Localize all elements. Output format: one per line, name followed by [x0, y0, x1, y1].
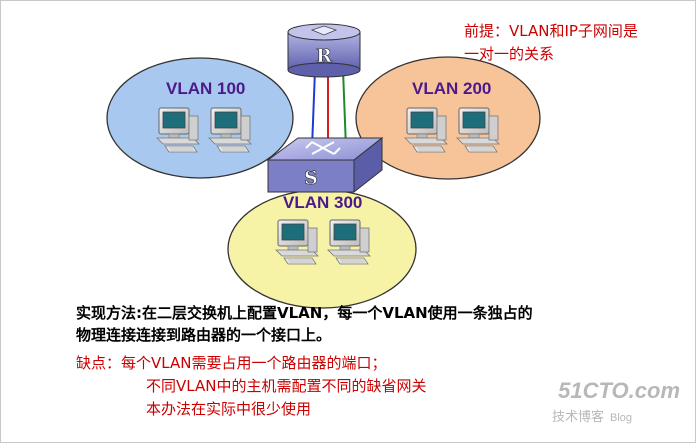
vlan-100-area — [106, 57, 294, 179]
cons-line-3: 本办法在实际中很少使用 — [146, 400, 312, 418]
watermark-blog: Blog — [610, 412, 633, 424]
premise-note: 前提：VLAN和IP子网间是 一对一的关系 — [464, 20, 694, 66]
router-icon — [287, 23, 361, 78]
watermark: 51CTO.com 技术博客 Blog — [540, 378, 690, 428]
cons-line-1: 缺点：每个VLAN需要占用一个路由器的端口； — [76, 354, 387, 372]
switch-icon — [266, 136, 384, 194]
link-blue — [311, 69, 316, 149]
watermark-site: 51CTO.com — [558, 378, 680, 403]
watermark-sub: 技术博客 Blog — [552, 406, 632, 425]
premise-line-2: 一对一的关系 — [464, 45, 555, 63]
cons-line-2: 不同VLAN中的主机需配置不同的缺省网关 — [146, 377, 427, 395]
vlan-200-label: VLAN 200 — [412, 79, 492, 98]
method-description: 实现方法:在二层交换机上配置VLAN，每一个VLAN使用一条独占的 物理连接连接… — [76, 302, 676, 346]
watermark-sub-text: 技术博客 — [552, 410, 605, 425]
link-green — [342, 69, 347, 149]
disadvantages-list: 缺点：每个VLAN需要占用一个路由器的端口； 不同VLAN中的主机需配置不同的缺… — [76, 352, 426, 421]
switch-letter: S — [304, 167, 318, 189]
vlan-300-label: VLAN 300 — [283, 193, 363, 212]
method-line-2: 物理连接连接到路由器的一个接口上。 — [76, 326, 332, 344]
vlan-100-label: VLAN 100 — [166, 79, 246, 98]
vlan-200-area — [355, 56, 541, 180]
method-line-1: 实现方法:在二层交换机上配置VLAN，每一个VLAN使用一条独占的 — [76, 304, 533, 322]
router-letter: R — [316, 45, 332, 67]
premise-line-1: 前提：VLAN和IP子网间是 — [464, 22, 638, 40]
